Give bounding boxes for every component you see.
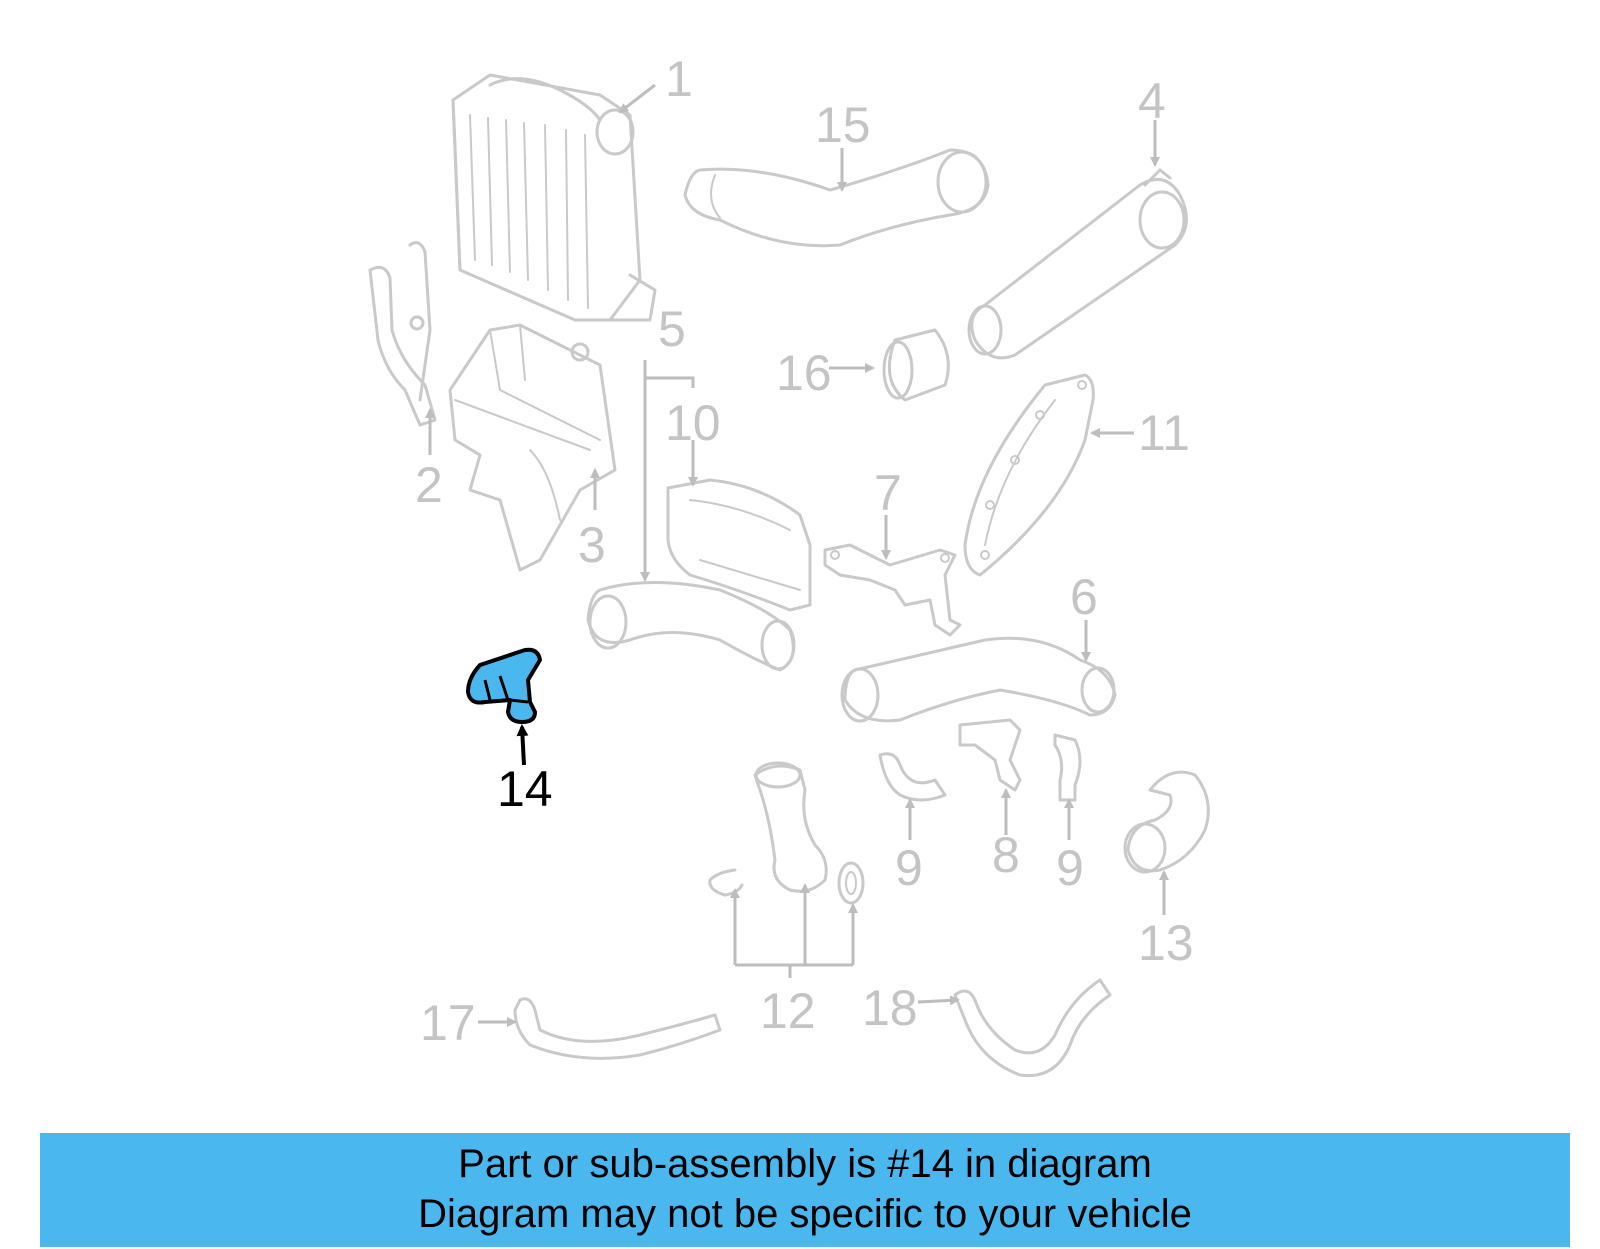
callout-14[interactable]: 14 xyxy=(497,761,553,817)
callout-5: 5 xyxy=(658,301,686,357)
callout-3: 3 xyxy=(578,517,606,573)
part-4-hose xyxy=(967,168,1188,360)
part-10-shield xyxy=(666,478,812,612)
callout-numbers: 1 15 4 5 16 10 11 2 7 3 6 14 9 8 9 13 12… xyxy=(415,51,1194,1051)
callout-10: 10 xyxy=(665,395,721,451)
part-12-pipe xyxy=(708,761,865,905)
part-13-elbow xyxy=(1123,770,1210,874)
part-11-shield xyxy=(963,373,1095,577)
part-9a-clip xyxy=(878,752,947,802)
part-2-bracket xyxy=(368,241,437,427)
leader-lines xyxy=(425,83,1169,1027)
callout-11: 11 xyxy=(1138,405,1190,461)
part-7-bracket xyxy=(823,543,962,637)
callout-16: 16 xyxy=(776,345,832,401)
callout-7: 7 xyxy=(874,465,902,521)
callout-1: 1 xyxy=(665,51,693,107)
callout-18: 18 xyxy=(862,980,918,1036)
part-16-coupler xyxy=(882,328,950,402)
callout-13: 13 xyxy=(1138,915,1194,971)
callout-9-left: 9 xyxy=(895,840,923,896)
part-8-bracket xyxy=(958,718,1022,792)
callout-17: 17 xyxy=(420,995,476,1051)
banner-line-disclaimer: Diagram may not be specific to your vehi… xyxy=(418,1192,1192,1236)
callout-4: 4 xyxy=(1138,73,1166,129)
part-9b-clip xyxy=(1053,733,1082,802)
callout-6: 6 xyxy=(1070,569,1098,625)
callout-9-right: 9 xyxy=(1056,840,1084,896)
callout-8: 8 xyxy=(992,827,1020,883)
callout-12: 12 xyxy=(760,983,816,1039)
part-17-hose xyxy=(513,997,722,1060)
callout-2: 2 xyxy=(415,457,443,513)
callout-15: 15 xyxy=(815,97,871,153)
part-6-hose xyxy=(840,636,1117,723)
part-5-hose xyxy=(586,581,796,672)
part-15-hose xyxy=(683,148,990,248)
info-banner: Part or sub-assembly is #14 in diagram D… xyxy=(40,1133,1570,1247)
banner-line-part: Part or sub-assembly is #14 in diagram xyxy=(458,1142,1152,1186)
part-18-hose xyxy=(953,978,1112,1078)
part-3-air-duct xyxy=(448,323,617,572)
part-1-intercooler xyxy=(451,73,657,322)
part-14-highlighted[interactable] xyxy=(466,647,542,724)
